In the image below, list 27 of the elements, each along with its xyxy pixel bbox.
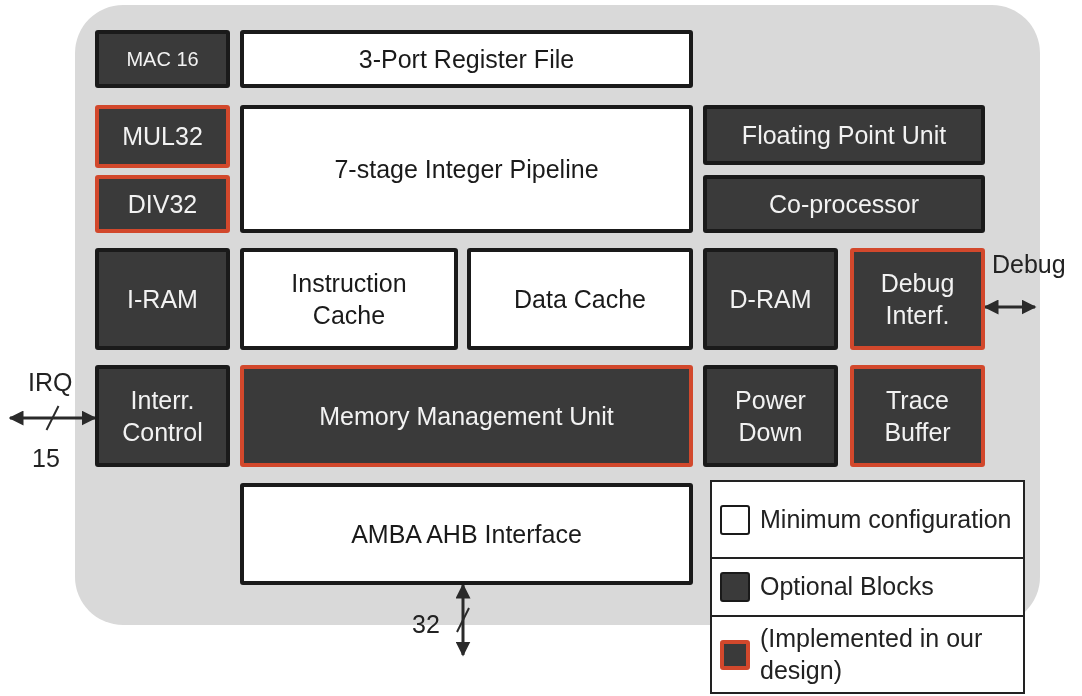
block-box: Data Cache	[467, 248, 693, 350]
block-box: 3-Port Register File	[240, 30, 693, 88]
block-box: Power Down	[703, 365, 838, 467]
block-box: D-RAM	[703, 248, 838, 350]
legend-text: (Implemented in our design)	[760, 623, 984, 686]
double-arrow	[455, 583, 471, 657]
block-box: MUL32	[95, 105, 230, 168]
block-box: Floating Point Unit	[703, 105, 985, 165]
block-box: Interr. Control	[95, 365, 230, 467]
legend-text: Optional Blocks	[760, 571, 934, 603]
double-arrow	[8, 410, 97, 426]
block-box: Instruction Cache	[240, 248, 458, 350]
block-box: Memory Management Unit	[240, 365, 693, 467]
legend-text: Minimum configuration	[760, 503, 1012, 535]
block-box: Debug Interf.	[850, 248, 985, 350]
block-box: Co-processor	[703, 175, 985, 233]
edge-label: IRQ	[28, 368, 73, 397]
edge-label: 32	[412, 610, 440, 639]
double-arrow	[983, 299, 1037, 315]
block-box: DIV32	[95, 175, 230, 233]
block-box: MAC 16	[95, 30, 230, 88]
bus-width-label: 15	[32, 444, 60, 473]
edge-label: Debug	[992, 250, 1066, 279]
block-box: AMBA AHB Interface	[240, 483, 693, 585]
block-box: Trace Buffer	[850, 365, 985, 467]
block-box: 7-stage Integer Pipeline	[240, 105, 693, 233]
block-box: I-RAM	[95, 248, 230, 350]
